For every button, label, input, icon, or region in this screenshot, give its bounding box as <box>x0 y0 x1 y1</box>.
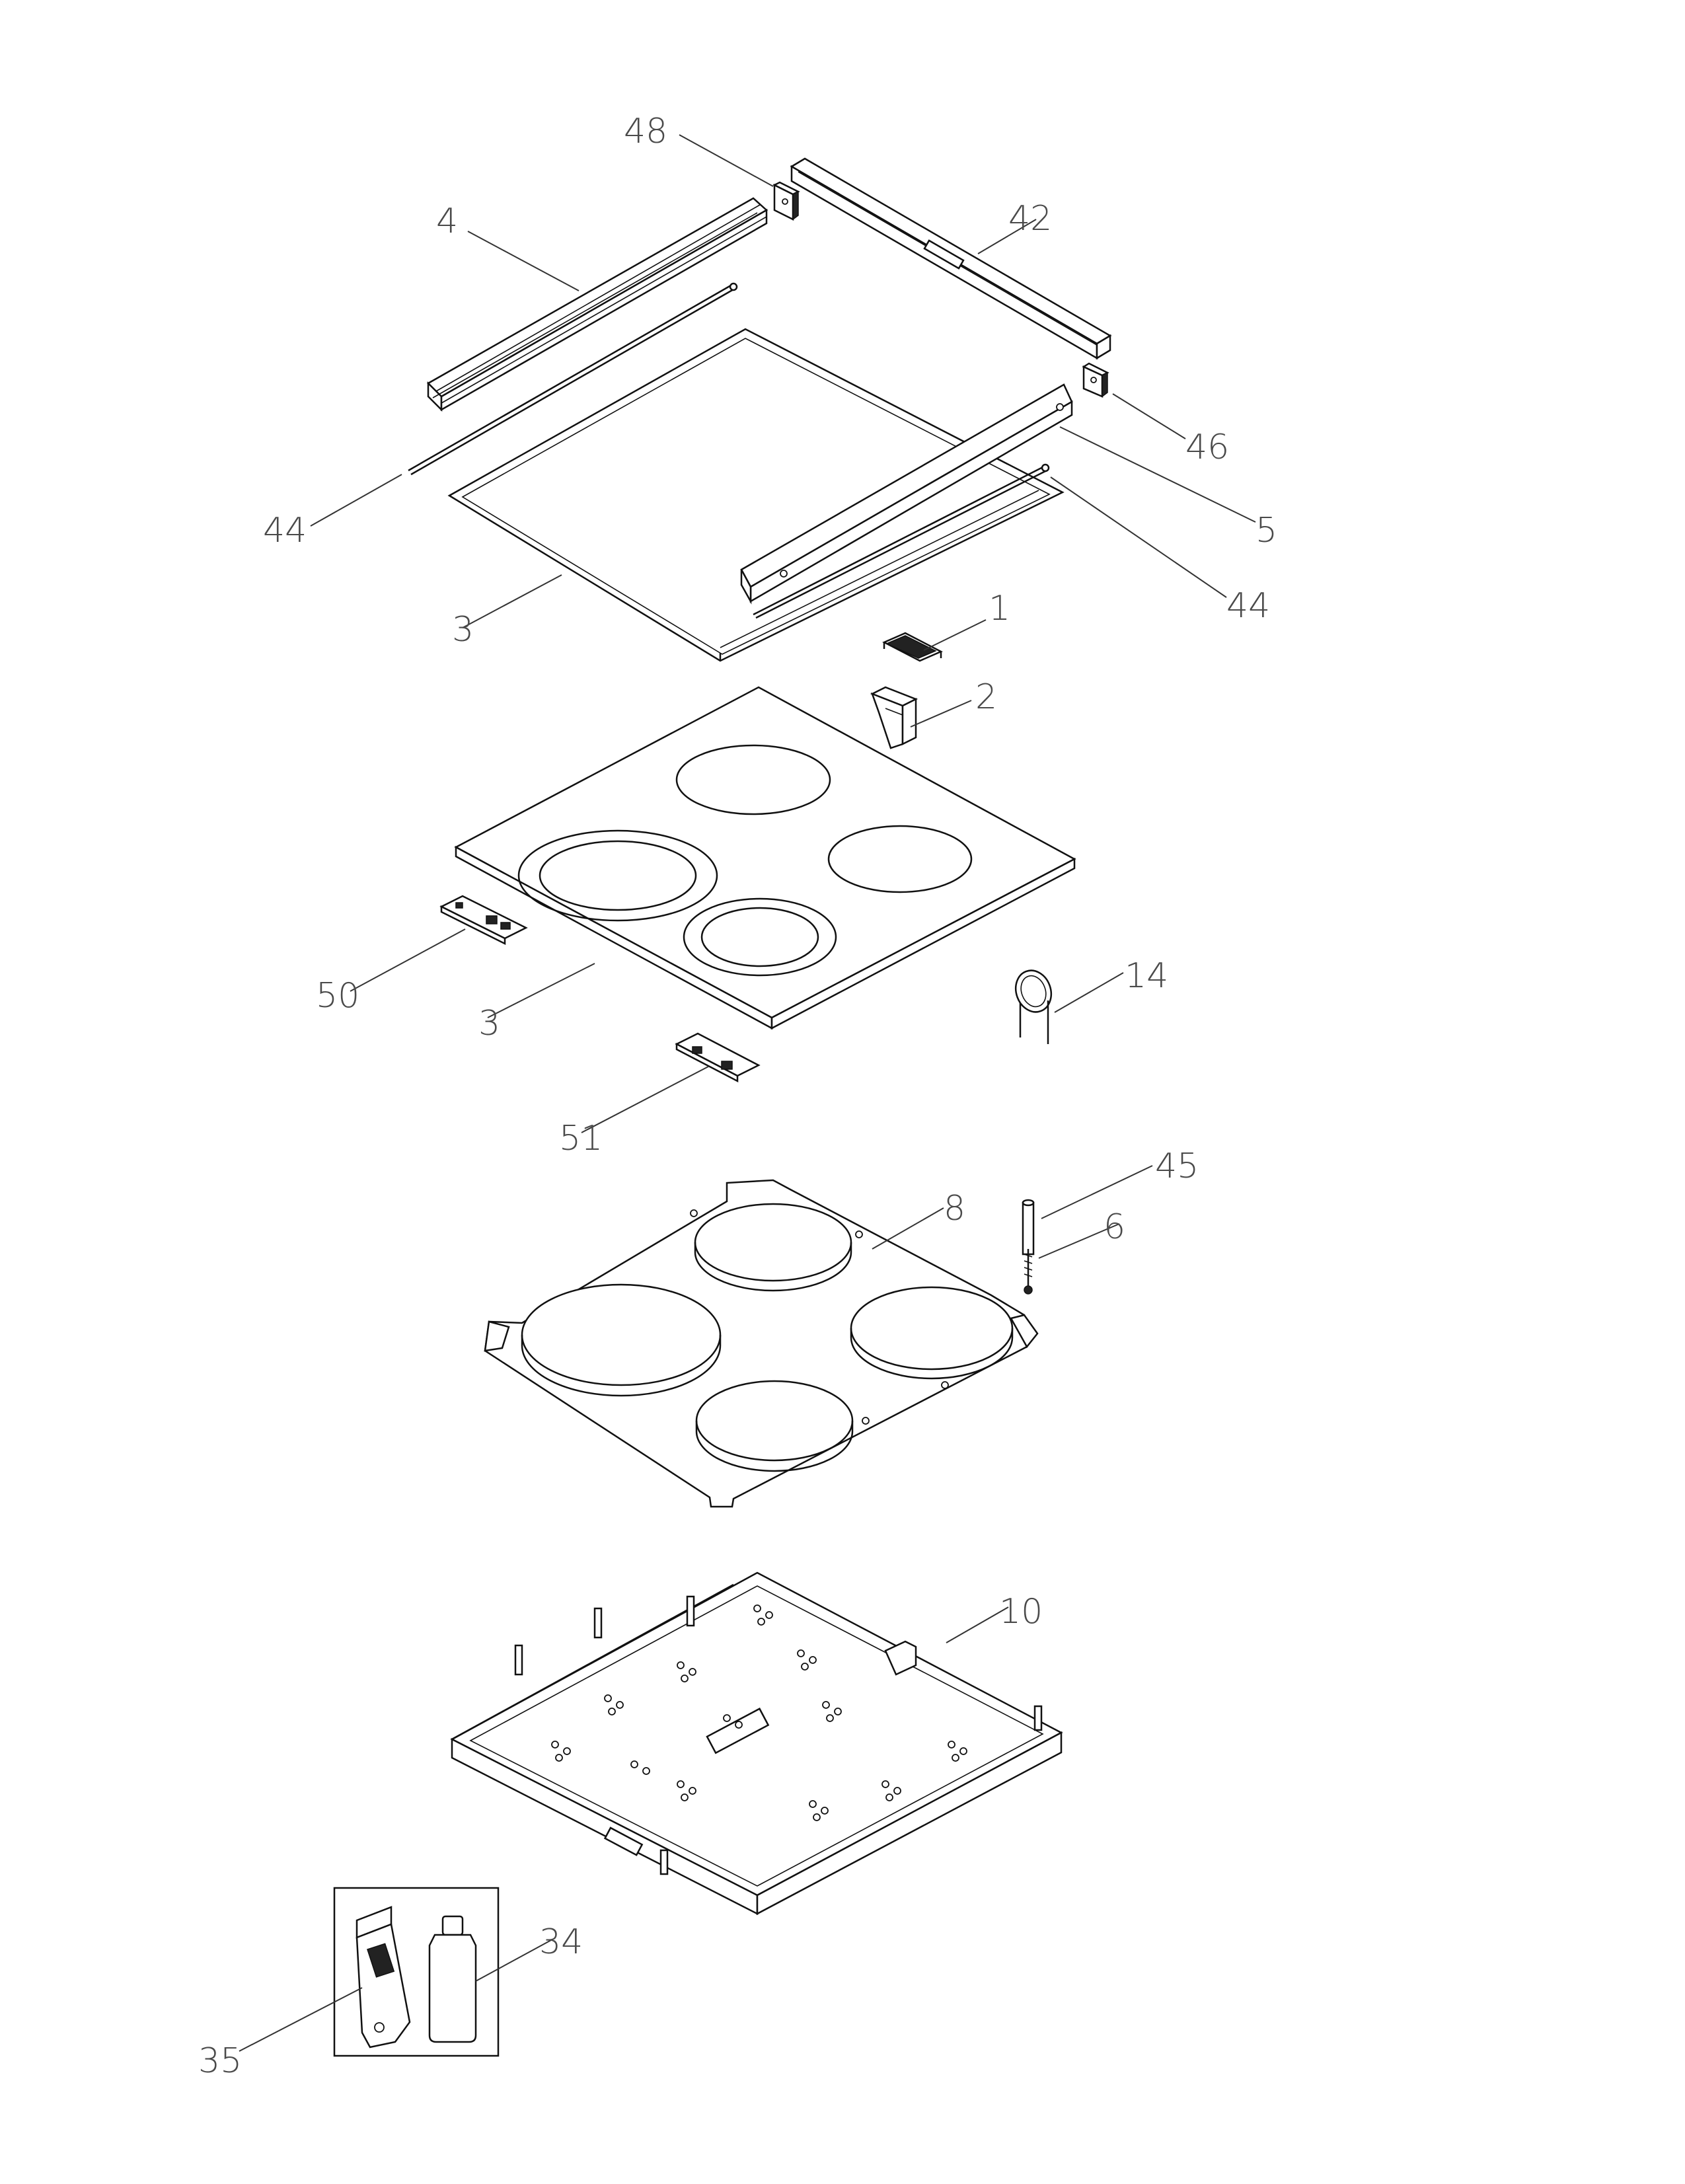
part-51-control-board <box>675 1032 761 1083</box>
part-3-glass-cooktop <box>454 686 1076 1030</box>
label-45: 45 <box>1155 1147 1199 1186</box>
label-14: 14 <box>1125 956 1168 996</box>
part-3-frame-panel <box>447 328 1065 662</box>
label-3-top: 3 <box>452 610 474 650</box>
part-6-screw <box>1024 1249 1033 1295</box>
part-5-front-rail <box>740 383 1073 605</box>
part-35-scraper <box>356 1906 411 2049</box>
part-48-bracket <box>772 181 800 221</box>
part-1-clip <box>882 632 943 662</box>
part-44-rod-left <box>408 282 738 476</box>
part-14-ring-sensor <box>1014 969 1053 1044</box>
cleaning-kit-box <box>333 1887 500 2057</box>
label-34: 34 <box>539 1922 583 1962</box>
part-42-back-rail <box>790 157 1112 360</box>
label-5: 5 <box>1255 511 1277 550</box>
part-45-standoff <box>1022 1199 1035 1256</box>
label-48: 48 <box>624 112 667 151</box>
label-1: 1 <box>989 589 1010 628</box>
part-50-control-board <box>439 895 528 946</box>
label-50: 50 <box>316 976 359 1016</box>
part-10-base-tray <box>450 1571 1063 1916</box>
label-46: 46 <box>1185 428 1229 467</box>
label-10: 10 <box>999 1592 1043 1632</box>
label-51: 51 <box>559 1119 603 1158</box>
part-34-cleaner-bottle <box>428 1915 477 2043</box>
leader-lines <box>239 134 1256 2052</box>
label-4: 4 <box>436 202 458 241</box>
label-44-left: 44 <box>263 511 307 550</box>
label-35: 35 <box>198 2041 242 2081</box>
label-2: 2 <box>975 677 997 717</box>
part-8-heating-element-plate <box>484 1179 1039 1508</box>
part-4-side-rail <box>426 197 768 412</box>
label-44-right: 44 <box>1226 586 1270 626</box>
label-6: 6 <box>1104 1207 1125 1247</box>
label-8: 8 <box>944 1189 965 1228</box>
part-number-labels: 48 42 4 46 5 44 44 3 1 2 50 3 14 51 45 8… <box>198 112 1277 2081</box>
label-42: 42 <box>1008 199 1052 239</box>
tray-hole-pattern <box>551 1604 967 1821</box>
part-2-connector <box>870 686 918 749</box>
part-46-bracket <box>1082 362 1109 398</box>
label-3-glass: 3 <box>478 1004 500 1043</box>
part-44-rod-right <box>753 463 1050 619</box>
